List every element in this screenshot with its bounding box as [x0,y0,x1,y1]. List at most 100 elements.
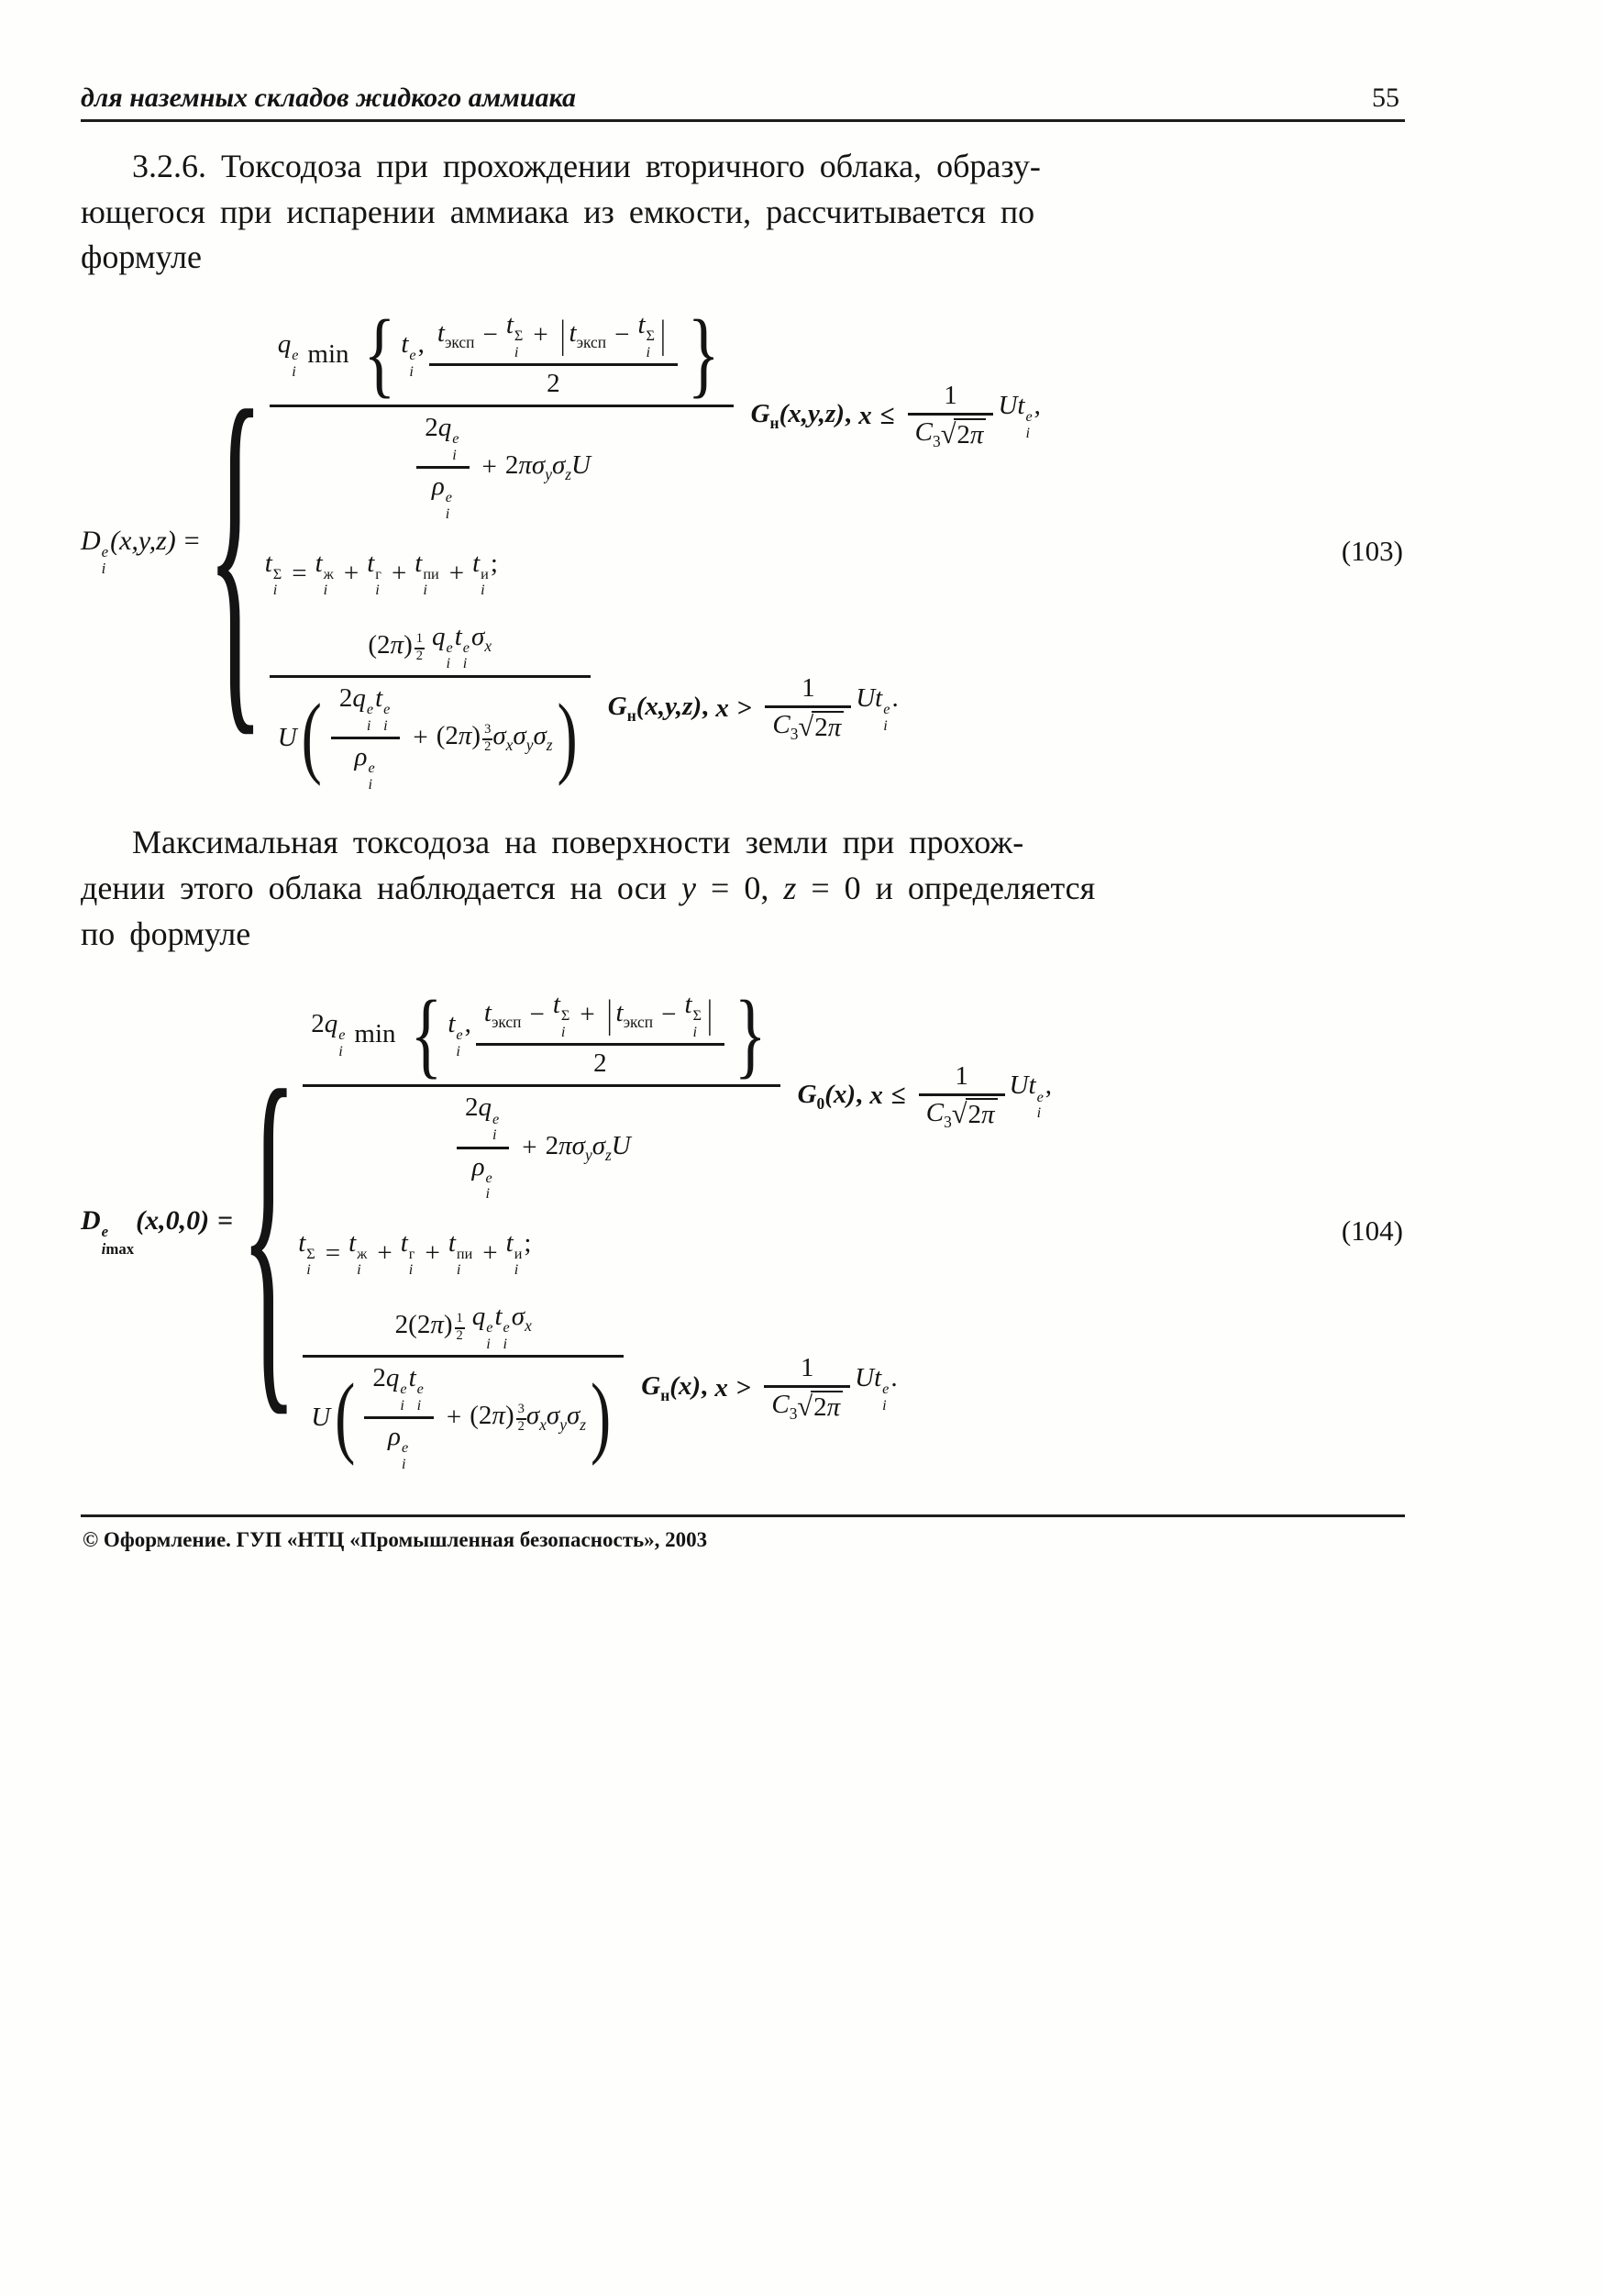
math-token: 3 [482,722,493,740]
math-token: i [101,560,106,578]
math-token: y [525,735,534,754]
math-token: σ [551,450,566,481]
math-token: C3√2π [764,1385,851,1425]
math-token: − [482,320,498,350]
math-token: эксп [576,333,607,351]
math-token: 1 [765,671,851,705]
math-token: { [206,333,264,770]
math-token: 2 [813,1392,827,1422]
math-token: √2π [797,1391,844,1423]
math-token: min [354,1019,396,1049]
math-token: 1 [764,1351,850,1385]
text-run: z [783,869,797,906]
math-token: q [385,1363,400,1393]
left-curly-brace: { [206,355,263,749]
math-token: i [446,655,451,672]
math-token: пи [456,1245,473,1262]
math-token: 2 [475,1043,724,1081]
math-token: i [366,716,371,734]
math-token: } [734,980,767,1088]
math-token: t [874,1363,882,1393]
math-token: 1 [801,1353,814,1383]
math-token: t [615,998,624,1028]
math-token: e [338,1026,346,1044]
page-content: для наземных складов жидкого аммиака 55 … [81,0,1405,1552]
math-token: e [456,1026,463,1044]
math-token: tэксп [484,998,522,1032]
math-token: π [518,450,532,481]
math-token: ≤ [879,401,895,431]
math-token: i [368,775,372,793]
math-token: t [408,1363,416,1393]
math-token: и [481,565,489,582]
math-token: t [348,1227,357,1258]
math-token: e [368,760,375,777]
math-token: σ [531,450,546,481]
math-token: t [454,621,462,651]
math-token: + [481,452,497,482]
math-token: σ [571,1130,585,1160]
math-token: z [605,1145,612,1164]
math-token: ≤ [890,1081,906,1111]
math-token: t [448,1009,456,1039]
math-token: π [969,420,984,450]
math-token: − [614,320,630,350]
math-token: x [484,636,492,655]
math-token: C3 [926,1098,952,1132]
math-token: i [456,1042,460,1059]
math-token: 2π [811,1391,844,1423]
math-token: (x,y,z) [779,399,845,429]
math-token: + [522,1132,537,1162]
math-token: i [401,1455,406,1472]
equation-number-104: (104) [1341,1215,1403,1248]
math-token: 2 [311,1009,325,1039]
math-token: | [559,312,566,357]
math-token: (x,0,0) [136,1205,210,1236]
math-token: = [325,1237,341,1268]
math-token: t [437,318,445,349]
text-line: ющегося при испарении аммиака из емкости… [81,193,1035,230]
math-token: min [307,339,349,370]
text-run: = 0 и определяется [796,869,1096,906]
math-token: i [452,446,457,463]
math-token: x [715,693,729,723]
math-token: > [735,1373,752,1403]
math-token: + [391,558,407,588]
math-token: 2 [547,369,560,399]
math-token: − [529,1000,545,1030]
math-token: t [483,998,492,1028]
math-token: (x) [669,1371,702,1402]
math-token: e [485,1169,492,1186]
math-token: t [264,548,272,578]
text-run: = 0, [696,869,784,906]
math-token: σ [533,721,547,751]
